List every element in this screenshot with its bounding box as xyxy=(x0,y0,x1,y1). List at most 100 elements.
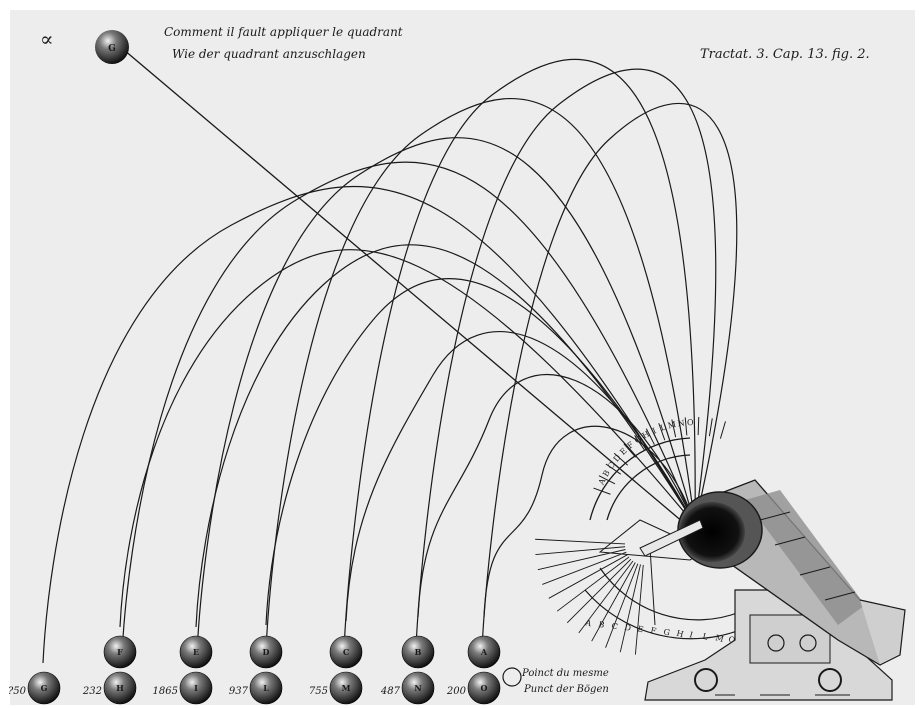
quadrant-tick xyxy=(619,564,641,653)
quadrant-letter: E xyxy=(637,624,645,634)
quadrant-letter: H xyxy=(641,429,651,440)
quadrant-tick xyxy=(719,421,726,439)
distance-label: 937 xyxy=(229,686,249,697)
quadrant-letter: O xyxy=(728,635,737,645)
quadrant-tick xyxy=(542,551,627,585)
plate-reference: Tractat. 3. Cap. 13. fig. 2. xyxy=(700,47,870,62)
quadrant-letter: F xyxy=(626,440,636,451)
bottom-ball-label: M xyxy=(342,683,351,693)
alpha-mark: ∝ xyxy=(40,27,54,51)
title-german: Wie der quadrant anzuschlagen xyxy=(172,47,366,61)
distance-label: 487 xyxy=(380,686,401,697)
top-ball: C xyxy=(329,635,363,669)
quadrant-letter: C xyxy=(606,461,617,471)
quadrant-letter: A xyxy=(584,618,593,628)
quadrant-tick xyxy=(566,558,632,624)
quadrant-letter: B xyxy=(601,469,612,479)
bottom-ball: N xyxy=(401,671,435,705)
quadrant-tick xyxy=(645,428,655,445)
quadrant-tick xyxy=(556,556,630,612)
trajectory-arc xyxy=(42,185,696,664)
poinct-german: Punct der Bögen xyxy=(523,684,609,695)
quadrant-letter: F xyxy=(650,626,658,636)
top-ball-label: E xyxy=(193,647,199,657)
trajectory-arc xyxy=(481,102,738,650)
quadrant-tick xyxy=(684,417,688,436)
quadrant-letter: D xyxy=(624,623,632,633)
trajectory-arcs xyxy=(42,58,738,664)
top-ball-label: B xyxy=(415,647,422,657)
bottom-ball-label: H xyxy=(116,683,124,693)
quadrant-letter: I xyxy=(651,426,657,436)
top-ball: F xyxy=(103,635,137,669)
quadrant-tick xyxy=(578,560,634,634)
trajectory-arc xyxy=(121,161,696,656)
trajectory-arc xyxy=(265,278,696,626)
quadrant-letter: M xyxy=(667,420,677,431)
quadrant-tick xyxy=(697,417,700,436)
quadrant-letter: E xyxy=(618,446,629,457)
quadrant-tick xyxy=(591,562,636,642)
quadrant-tick xyxy=(634,564,644,655)
bottom-ball: M xyxy=(329,671,363,705)
distance-label: 755 xyxy=(309,686,328,697)
quadrant-letter: G xyxy=(663,627,671,637)
top-ball: E xyxy=(179,635,213,669)
quadrant-letter: O xyxy=(687,418,694,427)
quadrant-letter: C xyxy=(611,621,619,631)
bottom-ball-label: I xyxy=(194,683,198,693)
trajectory-arc xyxy=(265,98,696,651)
bottom-ball-label: N xyxy=(414,683,421,693)
quadrant-tick xyxy=(708,418,713,437)
bottom-ball-label: G xyxy=(41,683,48,693)
quadrant-tick xyxy=(658,423,666,441)
poinct-circle xyxy=(502,667,522,687)
top-ball-label: F xyxy=(117,647,123,657)
quadrant-letter: G xyxy=(633,434,643,445)
distance-label: 232 xyxy=(82,686,102,697)
bottom-ball: I xyxy=(179,671,213,705)
bottom-ball: L xyxy=(249,671,283,705)
trajectory-arc xyxy=(417,374,696,618)
quadrant-letter: H xyxy=(676,629,685,639)
quadrant-letter: N xyxy=(677,419,685,429)
top-ball: A xyxy=(467,635,501,669)
quadrant-letter: L xyxy=(659,422,668,432)
trajectory-arc xyxy=(343,58,696,650)
quadrant-tick xyxy=(548,554,628,599)
ball-g-top xyxy=(95,30,129,64)
quadrant-tick xyxy=(605,463,622,475)
quadrant-tick xyxy=(623,443,637,458)
ball-g-top-label: G xyxy=(108,44,116,54)
trajectory-arc xyxy=(119,249,696,628)
top-ball: D xyxy=(249,635,283,669)
distance-label: ?50 xyxy=(8,686,27,697)
top-ball-label: A xyxy=(480,647,488,657)
bottom-ball-label: L xyxy=(263,683,269,693)
top-ball-label: D xyxy=(263,647,270,657)
quadrant-letter: D xyxy=(612,453,623,464)
quadrant-letter: I xyxy=(689,630,694,640)
quadrant-letter: L xyxy=(702,632,710,642)
bottom-ball: G xyxy=(27,671,61,705)
quadrant-tick xyxy=(634,435,646,451)
top-ball: B xyxy=(401,635,435,669)
direct-shot-line xyxy=(123,49,691,529)
bottom-ball: O xyxy=(467,671,501,705)
quadrant-tick xyxy=(598,475,616,485)
quadrant-tick xyxy=(535,538,626,545)
quadrant-tick xyxy=(535,546,626,556)
quadrant-rays xyxy=(535,417,726,655)
distance-label: 1865 xyxy=(153,686,178,697)
bottom-ball-label: O xyxy=(481,683,488,693)
quadrant-letter: M xyxy=(715,633,725,644)
top-ball-label: C xyxy=(343,647,349,657)
bottom-ball: H xyxy=(103,671,137,705)
trajectory-arc xyxy=(345,331,696,622)
mortar-cannon xyxy=(639,479,906,701)
